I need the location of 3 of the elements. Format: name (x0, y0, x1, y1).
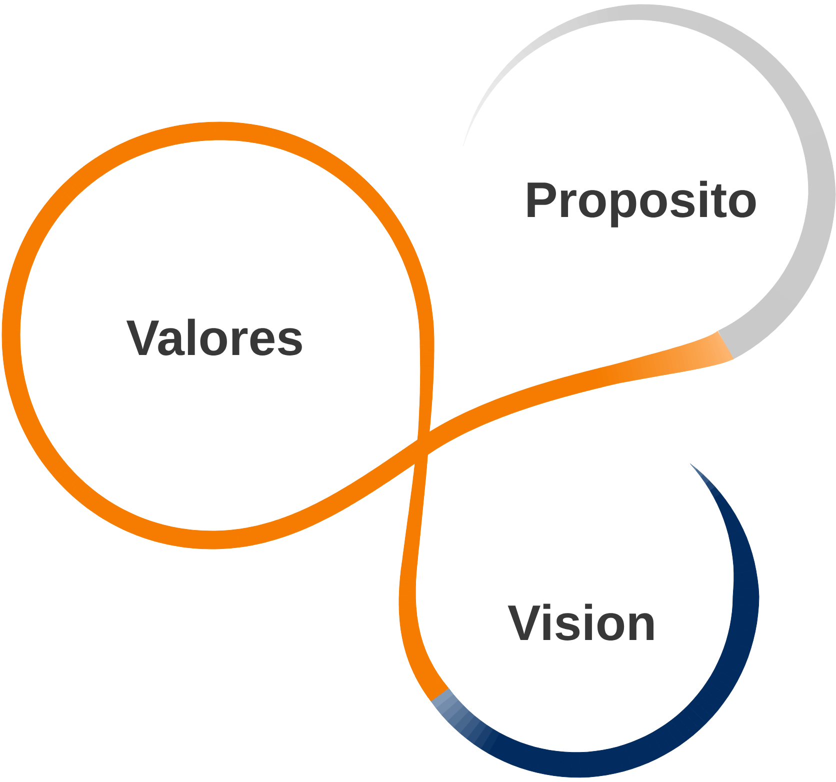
loop-label: Proposito (528, 180, 756, 228)
loop-label: Valores (126, 318, 302, 356)
loop-label: Vision (508, 604, 654, 640)
